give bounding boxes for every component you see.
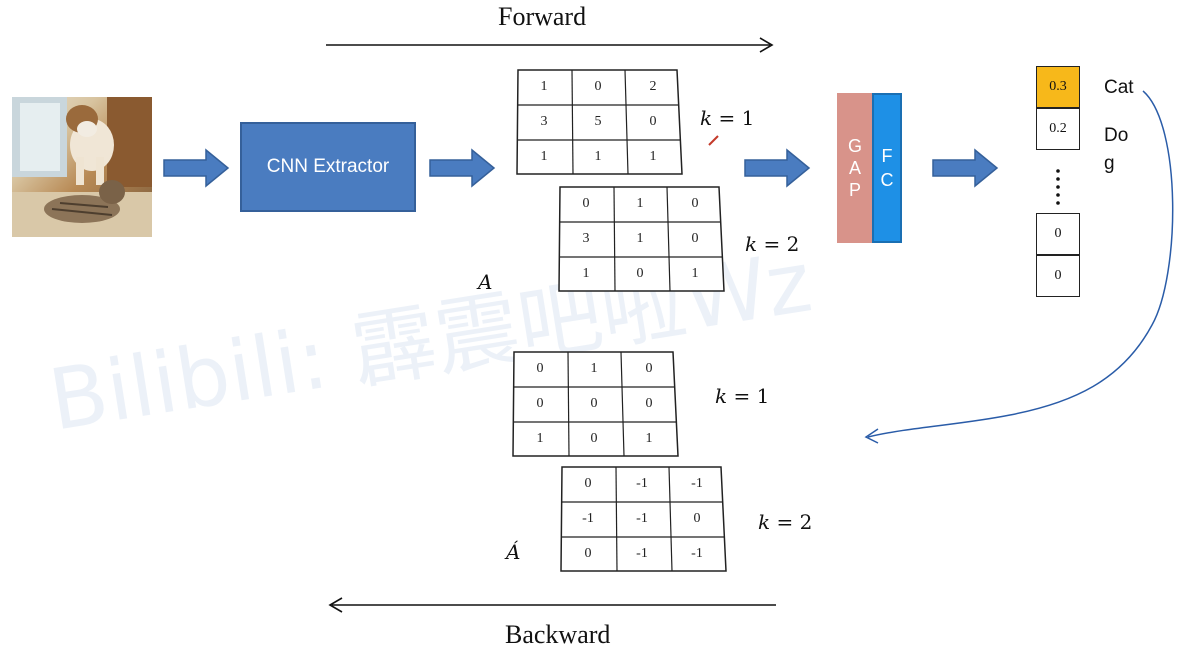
fc-layer-box: F C — [872, 93, 902, 243]
output-cell-dog: 0.2 — [1036, 108, 1080, 150]
pen-cursor-icon — [708, 135, 719, 146]
matrix-a-k2-label: k = 2 — [745, 232, 800, 256]
backprop-curve-arrow — [864, 90, 1174, 444]
matrix-a-prime-k2-label: k = 2 — [758, 510, 813, 534]
matrix-cell: 0 — [594, 79, 602, 94]
k-var: k — [745, 232, 758, 256]
matrix-a-prime-k1-label: k = 1 — [715, 384, 770, 408]
matrix-cell: 0 — [636, 266, 644, 281]
matrix-cell: 1 — [594, 149, 602, 164]
matrix-cell: 0 — [693, 511, 701, 526]
matrix-cell: 1 — [540, 149, 548, 164]
forward-arrow — [326, 37, 774, 53]
matrix-cell: -1 — [691, 476, 703, 491]
set-label-a: A — [478, 270, 493, 294]
output-cell-cat: 0.3 — [1036, 66, 1080, 108]
gap-letter-a: A — [848, 158, 861, 178]
matrix-cell: 0 — [590, 396, 598, 411]
input-image-dog-cat — [12, 97, 152, 237]
forward-label: Forward — [498, 2, 587, 31]
matrix-a-k1: 1 0 2 3 5 0 1 1 1 — [516, 68, 684, 176]
matrix-cell: 1 — [582, 266, 590, 281]
matrix-cell: 0 — [649, 114, 657, 129]
matrix-cell: 0 — [645, 396, 653, 411]
matrix-cell: 0 — [584, 546, 592, 561]
matrix-cell: -1 — [636, 511, 648, 526]
matrix-cell: -1 — [636, 546, 648, 561]
matrix-cell: 5 — [594, 114, 602, 129]
gap-letter-g: G — [847, 136, 862, 156]
matrix-cell: 0 — [536, 396, 544, 411]
block-arrow-4 — [932, 148, 999, 188]
k-value: 2 — [786, 232, 800, 256]
class-label-dog: Do g — [1104, 125, 1129, 174]
matrix-cell: 1 — [590, 361, 598, 376]
matrix-a-prime-k2: 0 -1 -1 -1 -1 0 0 -1 -1 — [560, 465, 728, 573]
block-arrow-3 — [744, 148, 811, 188]
k-value: 1 — [741, 106, 755, 130]
matrix-cell: 1 — [649, 149, 657, 164]
matrix-cell: 1 — [691, 266, 699, 281]
k-value: 2 — [799, 510, 813, 534]
output-cell-4: 0 — [1036, 255, 1080, 297]
backward-arrow — [328, 597, 776, 613]
class-label-cat: Cat — [1104, 77, 1134, 98]
fc-letter-f: F — [881, 146, 893, 166]
gap-letter-p: P — [848, 180, 861, 200]
cnn-extractor-box: CNN Extractor — [240, 122, 416, 212]
matrix-cell: 3 — [582, 231, 590, 246]
matrix-cell: 1 — [636, 196, 644, 211]
output-cell-3: 0 — [1036, 213, 1080, 255]
matrix-cell: 3 — [540, 114, 548, 129]
matrix-cell: 1 — [540, 79, 548, 94]
matrix-a-k2: 0 1 0 3 1 0 1 0 1 — [558, 185, 726, 293]
matrix-cell: 0 — [590, 431, 598, 446]
matrix-cell: 0 — [536, 361, 544, 376]
fc-letter-c: C — [880, 170, 894, 190]
output-ellipsis — [1056, 169, 1060, 205]
k-value: 1 — [756, 384, 770, 408]
backward-label: Backward — [505, 620, 611, 649]
gap-layer-box: G A P — [837, 93, 873, 243]
block-arrow-2 — [429, 148, 496, 188]
k-var: k — [700, 106, 713, 130]
set-label-a-prime: Á — [506, 540, 521, 564]
matrix-cell: 1 — [645, 431, 653, 446]
matrix-a-k1-label: k = 1 — [700, 106, 755, 130]
matrix-cell: 2 — [649, 79, 657, 94]
matrix-cell: 1 — [536, 431, 544, 446]
matrix-cell: -1 — [582, 511, 594, 526]
matrix-cell: 0 — [645, 361, 653, 376]
matrix-a-prime-k1: 0 1 0 0 0 0 1 0 1 — [512, 350, 680, 458]
matrix-cell: 1 — [636, 231, 644, 246]
matrix-cell: -1 — [636, 476, 648, 491]
matrix-cell: 0 — [691, 196, 699, 211]
matrix-cell: 0 — [584, 476, 592, 491]
block-arrow-1 — [163, 148, 230, 188]
cnn-extractor-label: CNN Extractor — [266, 156, 390, 177]
matrix-cell: 0 — [691, 231, 699, 246]
matrix-cell: -1 — [691, 546, 703, 561]
k-var: k — [715, 384, 728, 408]
k-var: k — [758, 510, 771, 534]
matrix-cell: 0 — [582, 196, 590, 211]
